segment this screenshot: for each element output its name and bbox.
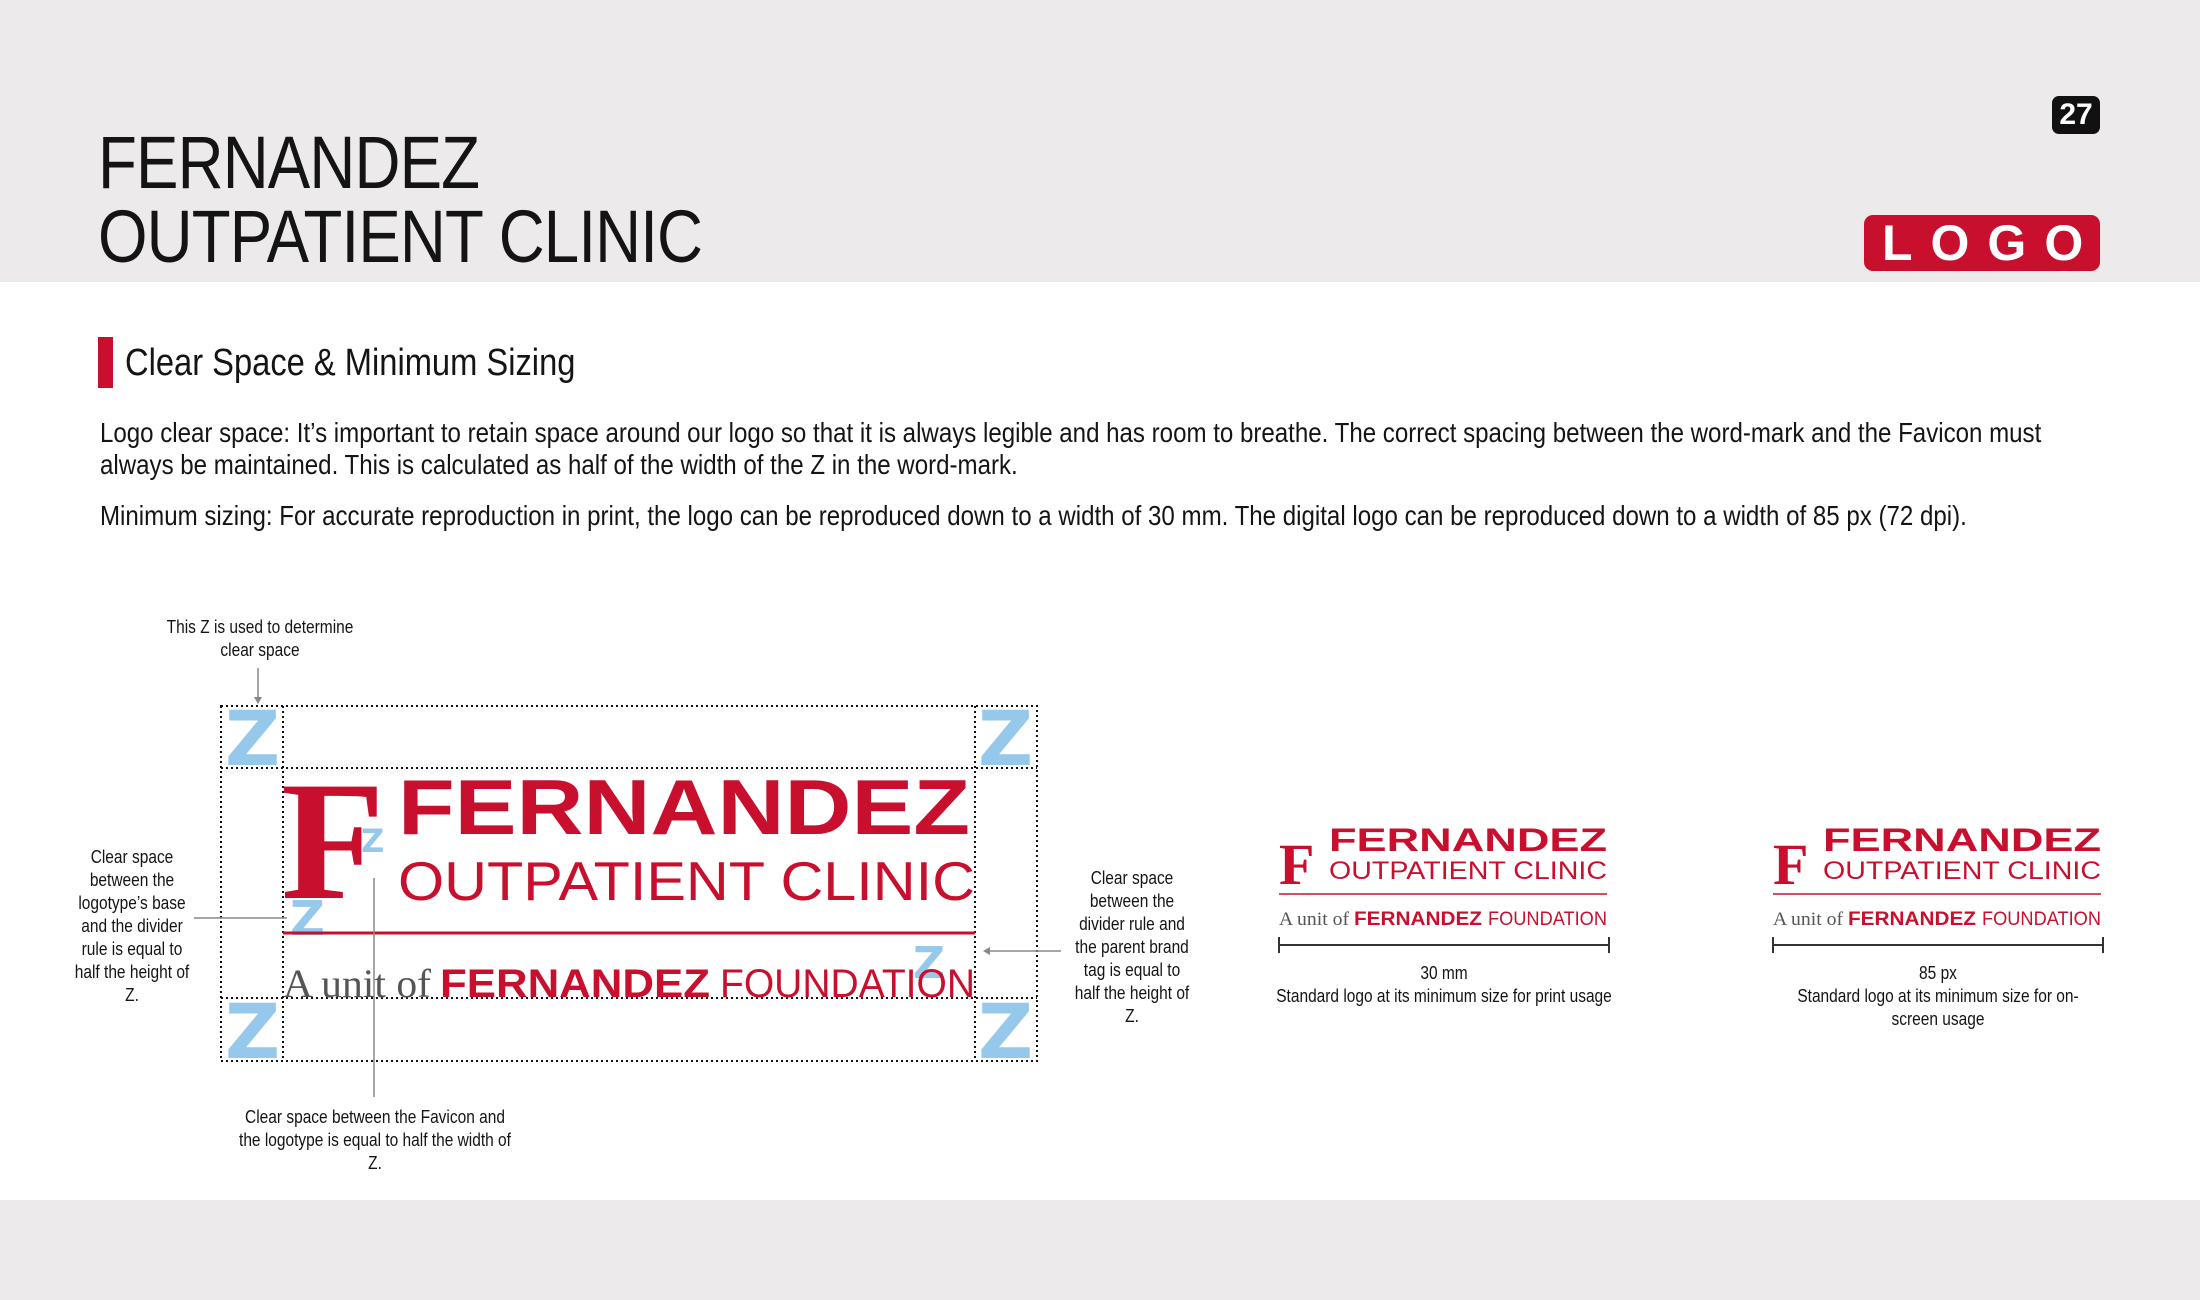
tag-suffix-print: FOUNDATION <box>1488 909 1607 930</box>
page-number-badge: 27 <box>2052 96 2100 134</box>
title-line-1: FERNANDEZ <box>98 121 480 204</box>
z-mark-top-left: Z <box>225 694 280 783</box>
print-size-caption: Standard logo at its minimum size for pr… <box>1276 986 1612 1006</box>
z-mark-top-right: Z <box>978 694 1033 783</box>
subline-print: OUTPATIENT CLINIC <box>1329 857 1607 885</box>
z-mark-tag-gap: Z <box>913 938 945 989</box>
footer-band <box>0 1200 2200 1300</box>
favicon-f: F <box>281 747 385 935</box>
clear-space-paragraph: Logo clear space: It’s important to reta… <box>100 417 2042 480</box>
callout-arrows <box>254 697 990 955</box>
section-heading: Clear Space & Minimum Sizing <box>125 342 576 384</box>
favicon-gap-note: Clear space between the Favicon and the … <box>239 1107 511 1173</box>
base-to-rule-note: Clear space between the logotype’s base … <box>74 847 190 1005</box>
print-size-label: 30 mm <box>1420 963 1468 983</box>
clear-space-frame <box>220 705 1038 1062</box>
header-band <box>0 0 2200 282</box>
subline-screen: OUTPATIENT CLINIC <box>1823 857 2101 885</box>
z-mark-bottom-right: Z <box>978 987 1033 1076</box>
z-mark-favicon-gap: Z <box>361 822 384 860</box>
tag-suffix: FOUNDATION <box>720 962 975 1006</box>
wordmark-screen: FERNANDEZ <box>1823 822 2101 858</box>
minimum-sizing-paragraph: Minimum sizing: For accurate reproductio… <box>100 500 1967 531</box>
measure-bar-screen <box>1772 937 2104 953</box>
tag-brand-screen: FERNANDEZ <box>1848 909 1976 930</box>
tag-suffix-screen: FOUNDATION <box>1982 909 2101 930</box>
section-label-badge: LOGO <box>1864 215 2100 271</box>
callout-leaders <box>194 668 1061 1097</box>
title-line-2: OUTPATIENT CLINIC <box>98 195 703 278</box>
page-title: FERNANDEZ OUTPATIENT CLINIC <box>98 121 703 278</box>
tag-brand: FERNANDEZ <box>440 962 710 1006</box>
tag-prefix-screen: A unit of <box>1773 909 1844 930</box>
favicon-f-screen: F <box>1773 832 1808 897</box>
wordmark-print: FERNANDEZ <box>1329 822 1607 858</box>
screen-size-label: 85 px <box>1919 963 1957 983</box>
tag-brand-print: FERNANDEZ <box>1354 909 1482 930</box>
tag-prefix-print: A unit of <box>1279 909 1350 930</box>
logo-min-print: F FERNANDEZ OUTPATIENT CLINIC A unit of … <box>1278 822 1610 953</box>
z-clear-space-note: This Z is used to determine clear space <box>166 617 354 660</box>
rule-to-tag-note: Clear space between the divider rule and… <box>1074 868 1190 1026</box>
screen-size-caption: Standard logo at its minimum size for on… <box>1797 986 2079 1029</box>
logo-min-screen: F FERNANDEZ OUTPATIENT CLINIC A unit of … <box>1772 822 2104 953</box>
z-mark-rule-gap: Z <box>290 891 325 947</box>
heading-accent-bar <box>98 337 113 388</box>
logo-wordmark: FERNANDEZ <box>398 763 970 851</box>
logo-subline: OUTPATIENT CLINIC <box>398 850 975 912</box>
logo-large: F FERNANDEZ OUTPATIENT CLINIC A unit of … <box>281 747 975 1006</box>
z-mark-bottom-left: Z <box>225 987 280 1076</box>
tag-prefix: A unit of <box>283 961 432 1006</box>
measure-bar-print <box>1278 937 1610 953</box>
favicon-f-print: F <box>1279 832 1314 897</box>
